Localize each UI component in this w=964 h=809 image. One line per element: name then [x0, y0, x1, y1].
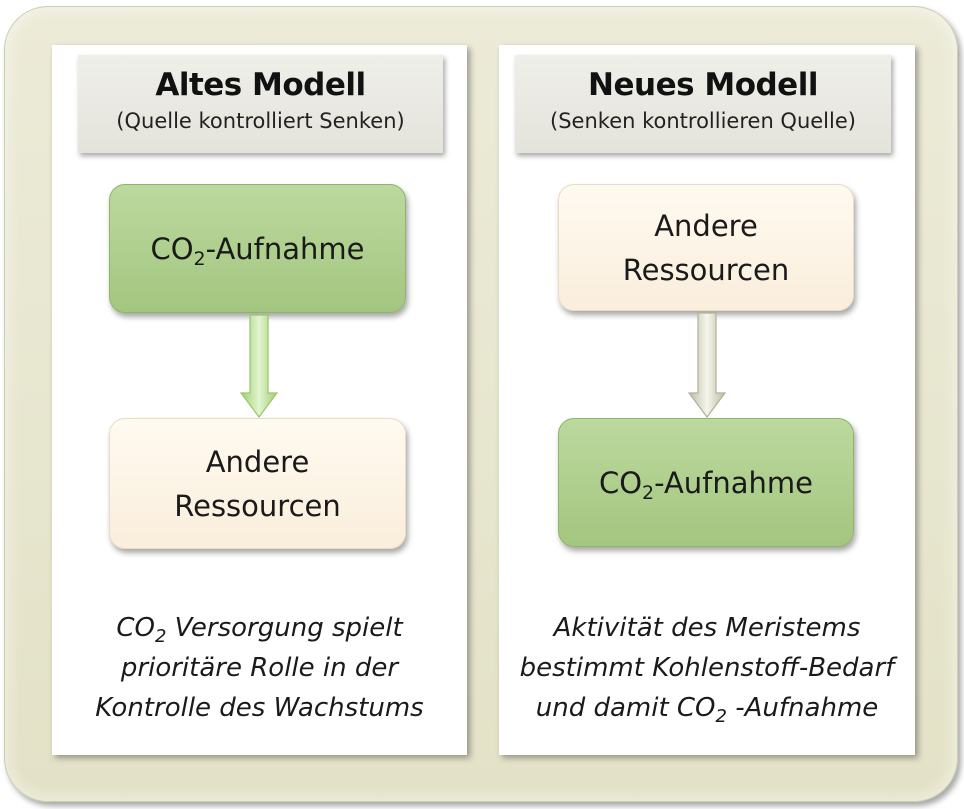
- old-model-caption: CO2 Versorgung spielt prioritäre Rolle i…: [95, 613, 424, 723]
- old-model-panel: Altes Modell (Quelle kontrolliert Senken…: [52, 45, 467, 755]
- new-model-panel: Neues Modell (Senken kontrollieren Quell…: [499, 45, 915, 755]
- old-model-header: Altes Modell (Quelle kontrolliert Senken…: [78, 55, 443, 153]
- new-co2-uptake-label: CO2-Aufnahme: [598, 465, 814, 504]
- new-other-resources-box: Andere Ressourcen: [558, 184, 854, 311]
- new-model-header: Neues Modell (Senken kontrollieren Quell…: [515, 55, 891, 153]
- old-other-resources-box: Andere Ressourcen: [109, 418, 406, 549]
- old-other-resources-line1: Andere: [205, 444, 310, 479]
- new-co2-uptake-box: CO2-Aufnahme: [558, 418, 854, 547]
- new-other-resources-line2: Ressourcen: [622, 252, 790, 287]
- new-down-arrow: [687, 312, 727, 418]
- old-model-title: Altes Modell: [155, 67, 366, 103]
- new-model-caption: Aktivität des Meristems bestimmt Kohlens…: [519, 613, 895, 727]
- old-down-arrow: [239, 314, 279, 418]
- old-co2-uptake-label: CO2-Aufnahme: [150, 231, 365, 270]
- new-other-resources-line1: Andere: [654, 208, 758, 243]
- new-model-subtitle: (Senken kontrollieren Quelle): [550, 109, 856, 133]
- new-model-title: Neues Modell: [588, 67, 818, 103]
- old-co2-uptake-box: CO2-Aufnahme: [109, 184, 406, 313]
- old-model-subtitle: (Quelle kontrolliert Senken): [116, 109, 405, 133]
- old-other-resources-line2: Ressourcen: [174, 488, 341, 523]
